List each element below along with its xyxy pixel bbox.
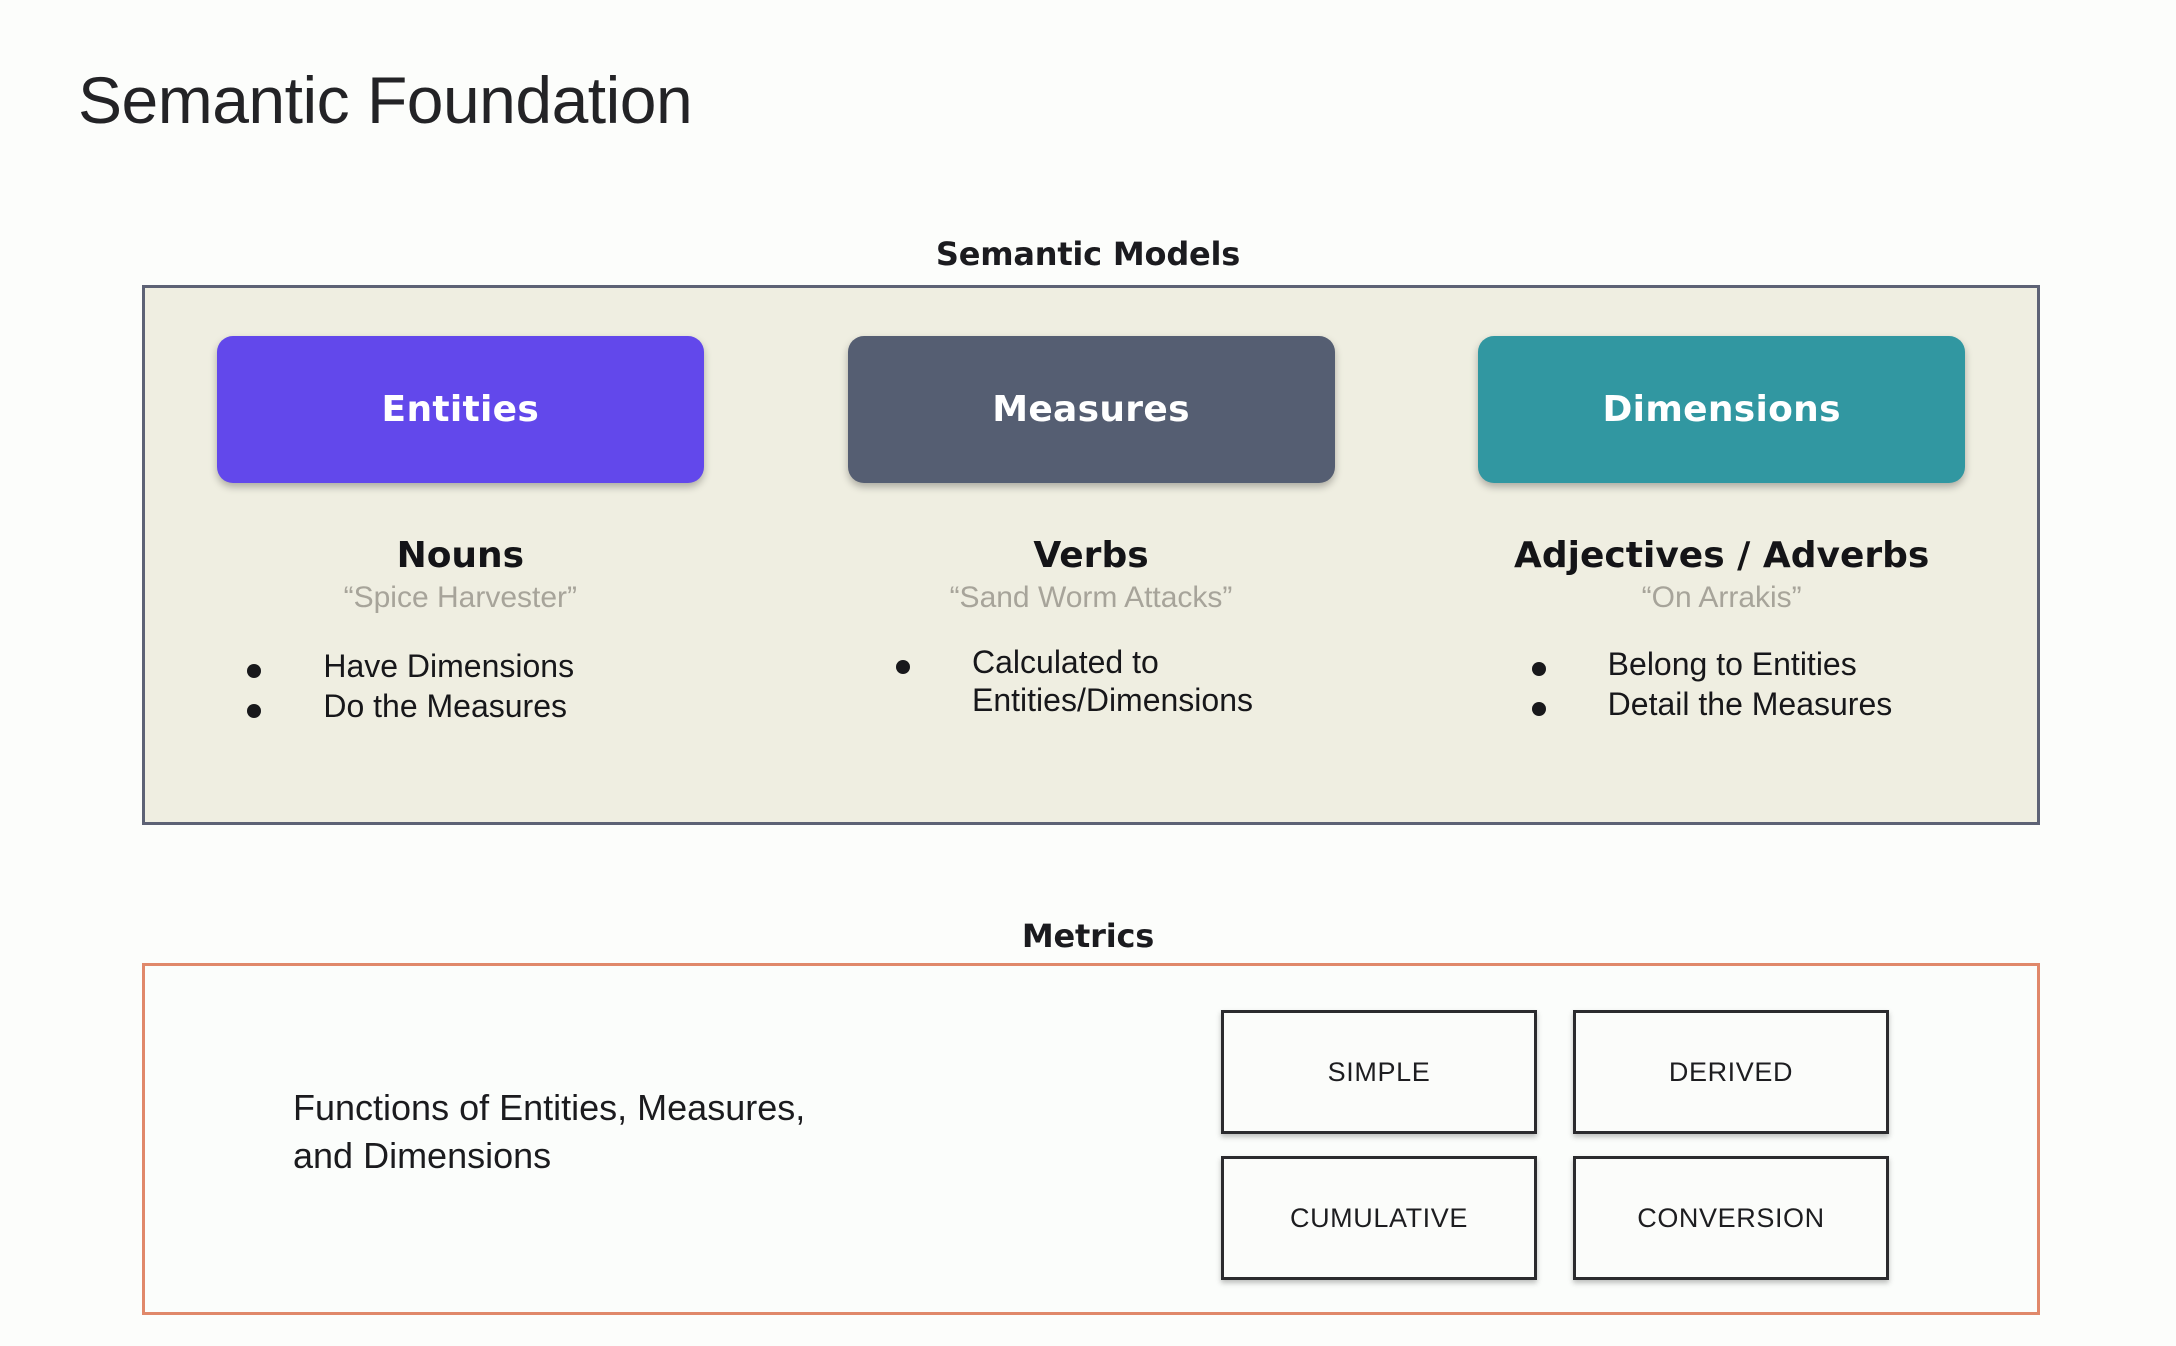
metric-type-grid: SIMPLE DERIVED CUMULATIVE CONVERSION <box>1221 1010 1921 1280</box>
metrics-panel: Functions of Entities, Measures, and Dim… <box>142 963 2040 1315</box>
semantic-column-measures: Measures Verbs “Sand Worm Attacks” Calcu… <box>776 288 1407 822</box>
dimensions-bullet-0: Belong to Entities <box>1607 645 1857 682</box>
list-item: Detail the Measures <box>1452 686 1992 724</box>
semantic-column-dimensions: Dimensions Adjectives / Adverbs “On Arra… <box>1406 288 2037 822</box>
measures-example: “Sand Worm Attacks” <box>949 580 1233 614</box>
metrics-caption: Metrics <box>0 917 2176 955</box>
bullet-dot-icon <box>896 659 910 674</box>
metrics-description: Functions of Entities, Measures, and Dim… <box>293 1087 806 1176</box>
page-title: Semantic Foundation <box>78 63 693 137</box>
dimensions-pill-label: Dimensions <box>1602 389 1841 430</box>
entities-pill-label: Entities <box>381 389 540 430</box>
bullet-dot-icon <box>247 703 262 718</box>
metric-type-derived[interactable]: DERIVED <box>1573 1010 1889 1134</box>
dimensions-bullet-list: Belong to Entities Detail the Measures <box>1406 646 2037 726</box>
entities-pill[interactable]: Entities <box>216 336 704 483</box>
measures-pill-label: Measures <box>992 389 1190 430</box>
dimensions-example: “On Arrakis” <box>1641 580 1802 614</box>
list-item: Have Dimensions <box>213 648 707 686</box>
measures-bullet-0: Calculated to Entities/Dimensions <box>972 643 1253 718</box>
semantic-models-caption-text: Semantic Models <box>935 235 1241 273</box>
metric-type-cumulative[interactable]: CUMULATIVE <box>1221 1156 1537 1280</box>
list-item: Calculated to Entities/Dimensions <box>826 644 1356 720</box>
measures-pill[interactable]: Measures <box>847 336 1335 483</box>
dimensions-pill[interactable]: Dimensions <box>1478 336 1966 483</box>
bullet-dot-icon <box>1531 701 1546 716</box>
entities-bullet-0: Have Dimensions <box>323 647 575 684</box>
metric-type-simple[interactable]: SIMPLE <box>1221 1010 1537 1134</box>
bullet-dot-icon <box>1531 661 1546 676</box>
measures-part-of-speech: Verbs <box>1033 535 1149 576</box>
dimensions-bullet-1: Detail the Measures <box>1607 685 1893 722</box>
entities-example: “Spice Harvester” <box>343 580 578 614</box>
list-item: Do the Measures <box>213 688 707 726</box>
list-item: Belong to Entities <box>1452 646 1992 684</box>
metric-type-conversion[interactable]: CONVERSION <box>1573 1156 1889 1280</box>
semantic-column-entities: Entities Nouns “Spice Harvester” Have Di… <box>145 288 776 822</box>
entities-bullet-1: Do the Measures <box>323 687 567 724</box>
semantic-models-caption: Semantic Models <box>0 235 2176 273</box>
bullet-dot-icon <box>247 663 262 678</box>
entities-bullet-list: Have Dimensions Do the Measures <box>145 648 776 728</box>
metrics-caption-text: Metrics <box>1021 917 1155 955</box>
dimensions-part-of-speech: Adjectives / Adverbs <box>1514 535 1930 576</box>
semantic-models-panel: Entities Nouns “Spice Harvester” Have Di… <box>142 285 2040 825</box>
entities-part-of-speech: Nouns <box>396 535 525 576</box>
measures-bullet-list: Calculated to Entities/Dimensions <box>776 644 1407 722</box>
semantic-models-columns: Entities Nouns “Spice Harvester” Have Di… <box>145 288 2037 822</box>
